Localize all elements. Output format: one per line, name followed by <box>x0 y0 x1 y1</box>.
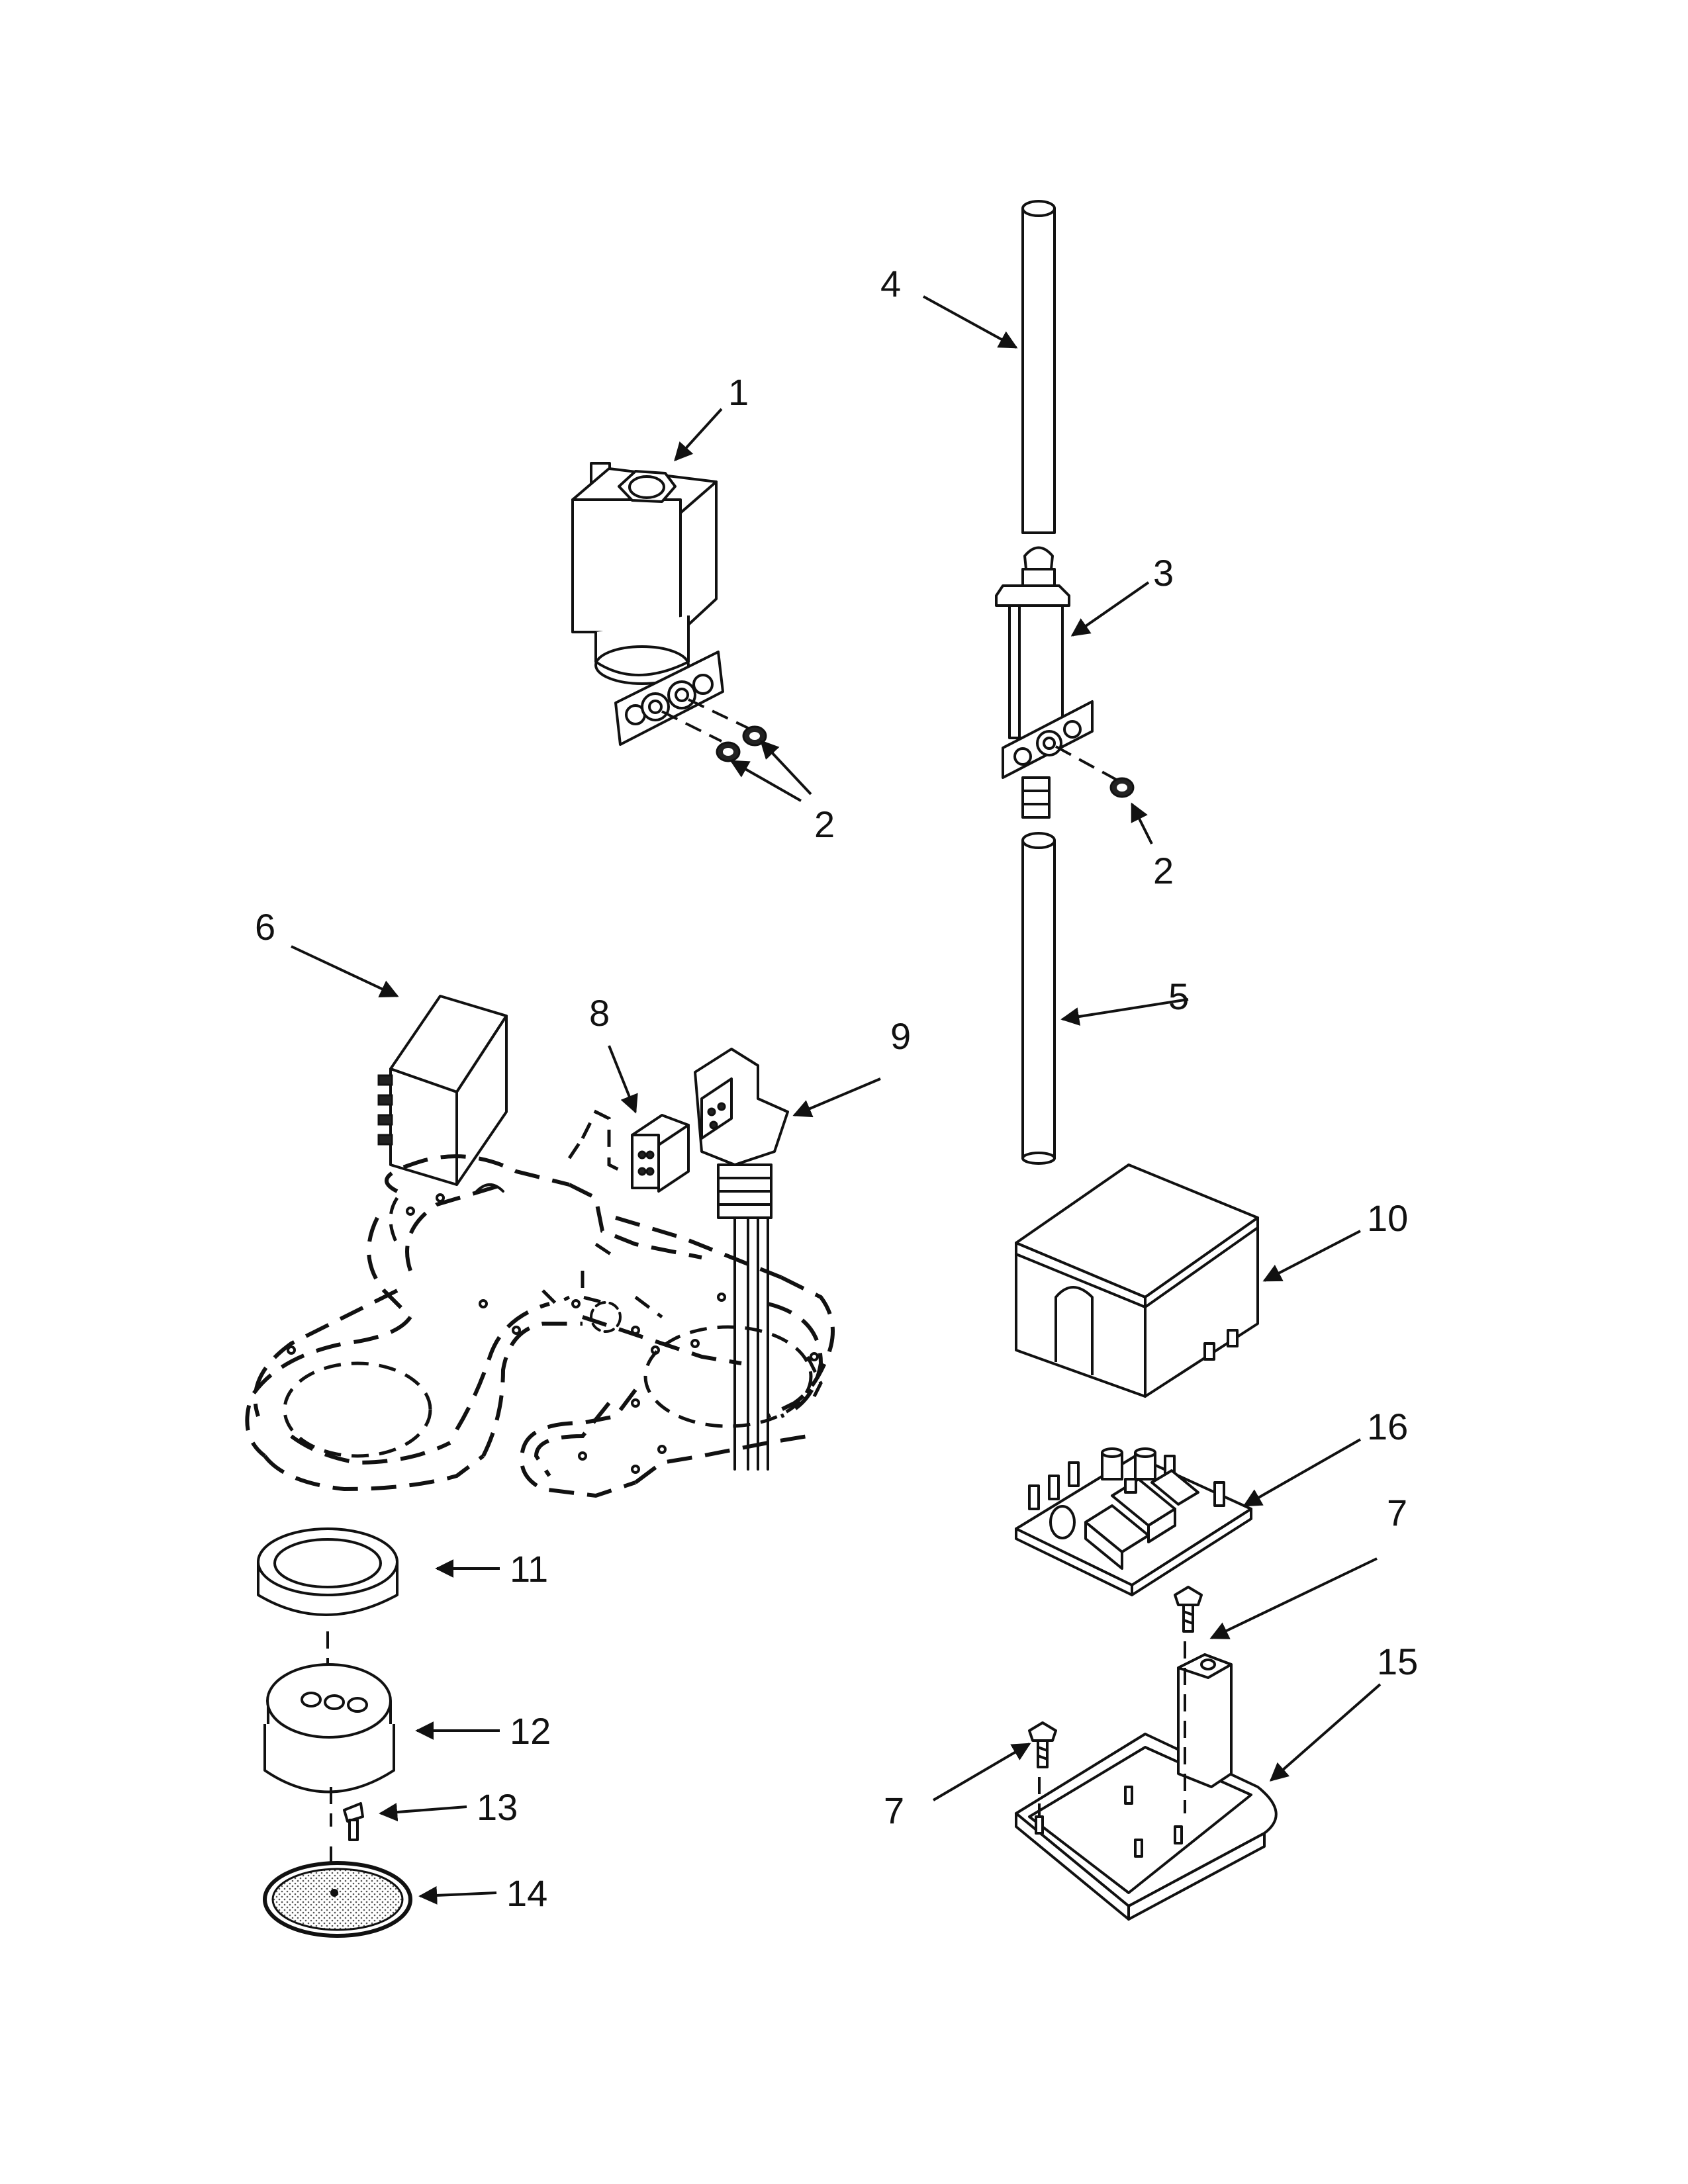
callout-leaders <box>291 295 1382 1905</box>
part-6-relay <box>377 995 508 1193</box>
part-14-filter-disc <box>263 1861 412 1938</box>
part-3-valve-body <box>995 546 1135 819</box>
callout-1: 1 <box>728 371 749 413</box>
part-9-plug-cable <box>694 1048 789 1471</box>
callout-16: 16 <box>1367 1406 1408 1447</box>
callout-7b: 7 <box>884 1790 904 1831</box>
callout-4: 4 <box>880 263 901 304</box>
part-5-lower-tube <box>1021 832 1056 1165</box>
part-11-gasket-ring <box>257 1527 399 1616</box>
callout-2b: 2 <box>1153 850 1174 891</box>
callout-13: 13 <box>477 1786 518 1828</box>
callout-5: 5 <box>1168 976 1189 1017</box>
callout-8: 8 <box>589 992 610 1034</box>
callout-14: 14 <box>506 1872 547 1914</box>
callout-7a: 7 <box>1387 1492 1407 1533</box>
part-4-upper-tube <box>1021 200 1056 534</box>
part-10-cover <box>1015 1163 1259 1398</box>
part-13-screw <box>343 1802 364 1841</box>
part-1-solenoid-valve <box>571 462 767 762</box>
mounting-bracket-outline <box>245 1109 835 1498</box>
part-12-housing <box>263 1663 395 1794</box>
callout-11: 11 <box>510 1548 548 1590</box>
callout-3: 3 <box>1153 552 1174 594</box>
part-8-connector <box>631 1114 690 1193</box>
callout-12: 12 <box>510 1710 551 1752</box>
part-7-screw-left <box>1028 1721 1057 1768</box>
callout-labels: 1 2 2 3 4 5 6 7 7 8 9 10 11 12 13 14 15 … <box>255 263 1418 1914</box>
part-15-base <box>1015 1588 1278 1921</box>
part-7-screw-right <box>1174 1586 1203 1633</box>
callout-15: 15 <box>1377 1641 1418 1682</box>
part-16-circuit-board <box>1015 1447 1252 1596</box>
callout-9: 9 <box>890 1015 911 1057</box>
callout-10: 10 <box>1367 1197 1408 1239</box>
callout-2a: 2 <box>814 803 835 845</box>
callout-6: 6 <box>255 906 275 948</box>
